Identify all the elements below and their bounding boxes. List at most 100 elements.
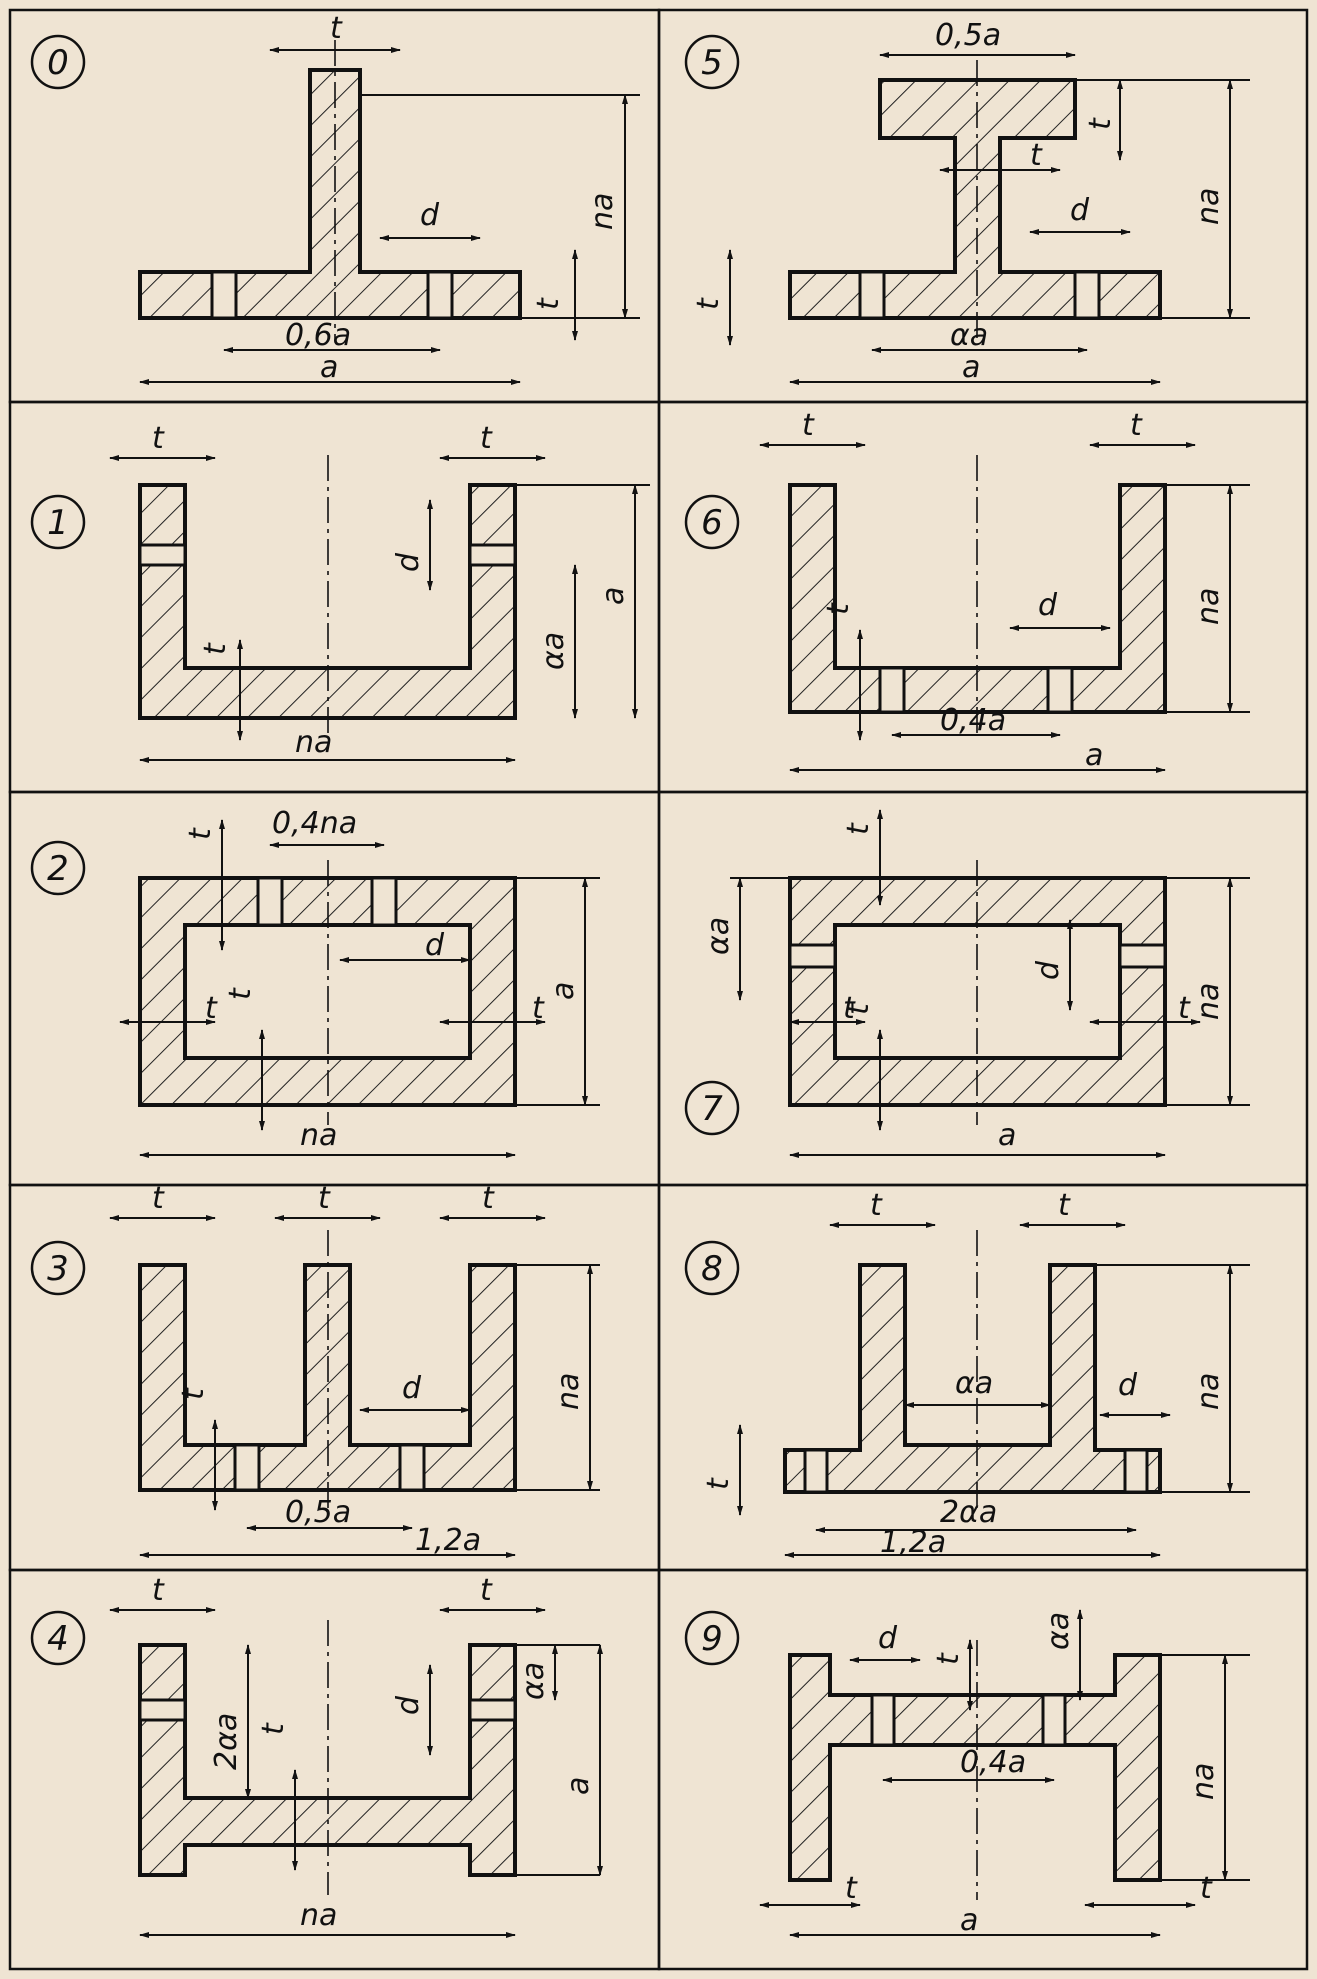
variant-number: 5 <box>701 43 723 83</box>
variant-number: 4 <box>47 1619 69 1659</box>
dimension-label: t <box>152 421 165 456</box>
variant-0: 0 t na d t 0,6a a <box>8 8 661 404</box>
bolt-hole <box>256 876 284 927</box>
dimension-label: 1,2a <box>880 1525 946 1560</box>
dimension-label: t <box>256 1722 291 1735</box>
variant-number-circle <box>30 494 86 550</box>
dimension-label: t <box>318 1181 331 1216</box>
dimension-label: na <box>1191 1373 1226 1410</box>
variant-number-circle <box>30 34 86 90</box>
dimension-label: t <box>1130 408 1143 443</box>
dimension-label: d <box>402 1371 422 1406</box>
dimension-label: t <box>532 991 545 1026</box>
dimension-label: na <box>1186 1763 1221 1800</box>
dimension-label: d <box>420 198 440 233</box>
dimension-label: t <box>183 827 218 840</box>
dimension-label: na <box>1191 983 1226 1020</box>
dimension-label: αa <box>516 1662 551 1700</box>
variant-2: 2 t 0,4na d a t t t na <box>8 790 661 1187</box>
variant-number-circle <box>30 1610 86 1666</box>
dimension-label: t <box>802 408 815 443</box>
dimension-label: a <box>561 1777 596 1795</box>
bolt-hole <box>1046 666 1074 714</box>
bolt-hole <box>468 543 517 567</box>
dimension-label: t <box>870 1188 883 1223</box>
dimension-label: t <box>1058 1188 1071 1223</box>
dimension-label: t <box>152 1573 165 1608</box>
dimension-label: d <box>1031 960 1066 980</box>
bolt-hole <box>1118 943 1167 969</box>
variant-number-circle <box>684 1080 740 1136</box>
dimension-label: d <box>878 1621 898 1656</box>
dimension-label: t <box>176 1387 211 1400</box>
variant-8: 8 t t na αa d t 2αa 1,2a <box>657 1183 1309 1572</box>
bolt-hole <box>370 876 398 927</box>
bolt-hole <box>803 1448 829 1494</box>
dimension-label: d <box>391 552 426 572</box>
dimension-label: t <box>701 1477 736 1490</box>
variant-number: 6 <box>701 503 723 543</box>
bolt-hole <box>398 1443 426 1492</box>
dimension-label: 2αa <box>940 1495 997 1530</box>
dimension-label: 0,5a <box>935 18 1001 53</box>
bolt-hole <box>870 1693 896 1747</box>
dimension-label: t <box>1178 991 1191 1026</box>
dimension-label: d <box>1038 588 1058 623</box>
dimension-label: 1,2a <box>415 1523 481 1558</box>
variant-number-circle <box>684 494 740 550</box>
dimension-label: t <box>198 642 233 655</box>
bolt-hole <box>1073 270 1101 320</box>
dimension-label: t <box>1083 117 1118 130</box>
dimension-label: t <box>480 1573 493 1608</box>
dimension-label: t <box>531 297 566 310</box>
dimension-label: 2αa <box>209 1713 244 1770</box>
dimension-label: t <box>1200 1871 1213 1906</box>
bolt-hole <box>858 270 886 320</box>
bolt-hole <box>1041 1693 1067 1747</box>
variant-number: 3 <box>47 1249 69 1289</box>
dimension-label: αa <box>1041 1612 1076 1650</box>
variant-number-circle <box>684 34 740 90</box>
dimension-label: d <box>425 928 445 963</box>
variant-7: 7 t αa na d t t t a <box>657 790 1309 1187</box>
dimension-label: a <box>960 1903 978 1938</box>
dimension-label: na <box>551 1373 586 1410</box>
variant-number: 9 <box>701 1619 723 1659</box>
dimension-label: na <box>295 725 332 760</box>
dimension-label: 0,5a <box>285 1495 351 1530</box>
bolt-hole <box>468 1698 517 1722</box>
dimension-label: t <box>482 1181 495 1216</box>
bolt-hole <box>426 270 454 320</box>
variant-5: 5 0,5a t t na d t αa a <box>657 8 1309 404</box>
dimension-label: na <box>300 1118 337 1153</box>
bolt-hole <box>878 666 906 714</box>
dimension-label: t <box>480 421 493 456</box>
variant-number: 7 <box>701 1089 723 1129</box>
dimension-label: t <box>223 987 258 1000</box>
variant-1: 1 t t d a t αa na <box>8 400 661 794</box>
bolt-hole <box>138 1698 187 1722</box>
variant-number: 1 <box>47 503 69 543</box>
variant-number-circle <box>684 1610 740 1666</box>
variant-number: 8 <box>701 1249 723 1289</box>
dimension-label: 0,4a <box>960 1745 1026 1780</box>
dimension-label: t <box>931 1652 966 1665</box>
dimension-label: d <box>1118 1368 1138 1403</box>
dimension-label: αa <box>955 1366 993 1401</box>
variant-4: 4 t t 2αa αa t d a na <box>8 1568 661 1971</box>
dimension-label: t <box>841 1002 876 1015</box>
dimension-label: t <box>821 602 856 615</box>
dimension-label: 0,6a <box>285 318 351 353</box>
dimension-label: 0,4na <box>272 806 357 841</box>
variant-number-circle <box>30 1240 86 1296</box>
dimension-label: d <box>391 1695 426 1715</box>
cell-border <box>657 1568 1309 1971</box>
variant-6: 6 t t na d t 0,4a a <box>657 400 1309 794</box>
dimension-label: t <box>152 1181 165 1216</box>
variant-number-circle <box>30 840 86 896</box>
dimension-label: a <box>1085 738 1103 773</box>
dimension-label: a <box>998 1118 1016 1153</box>
bolt-hole <box>1123 1448 1149 1494</box>
dimension-label: t <box>205 991 218 1026</box>
